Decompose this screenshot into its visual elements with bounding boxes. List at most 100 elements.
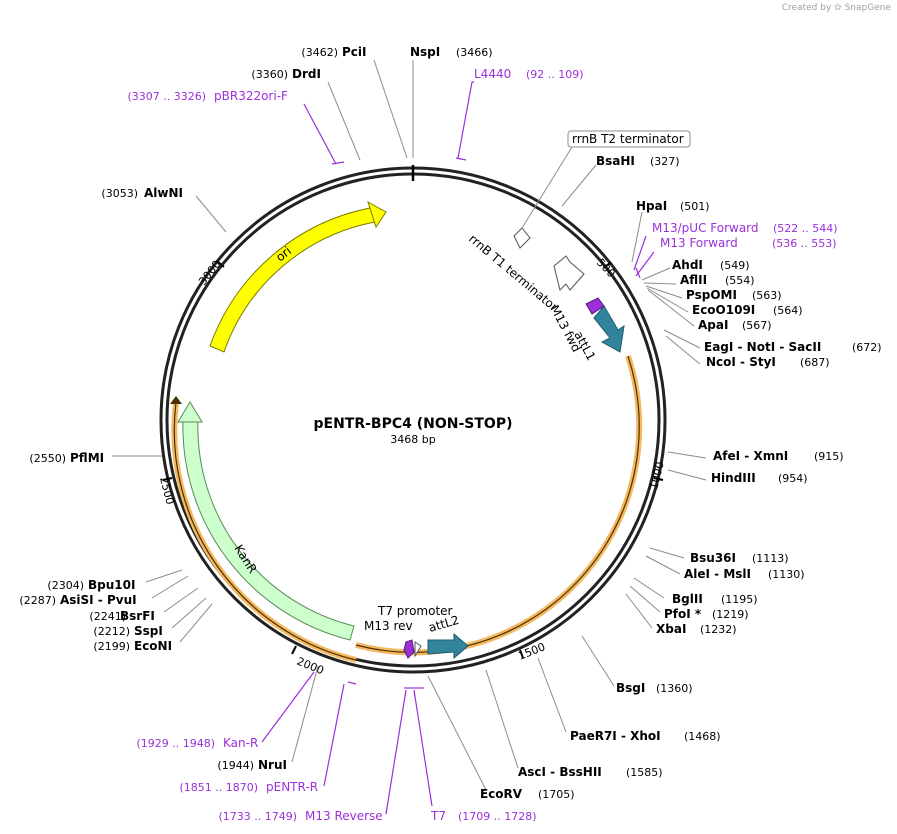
site-name-ecoo109i: EcoO109I: [692, 303, 755, 317]
site-pos-aflii: (554): [725, 274, 755, 287]
tick-label-1500: 1500: [516, 640, 547, 663]
site-pos-pcii: (3462): [301, 46, 338, 59]
snapgene-logo-icon: ✿: [834, 3, 842, 13]
site-pos-eagi-noti-sacii: (672): [852, 341, 882, 354]
site-name-ecorv: EcoRV: [480, 787, 523, 801]
site-name-afei-xmni: AfeI - XmnI: [713, 449, 788, 463]
primer-name-m13-puc-forward: M13/pUC Forward: [652, 221, 759, 235]
site-pos-ncoi-styi: (687): [800, 356, 830, 369]
site-pos-hindiii: (954): [778, 472, 808, 485]
plasmid-length: 3468 bp: [390, 433, 435, 446]
primer-name-kan-r: Kan-R: [223, 736, 258, 750]
primer-pos-kan-r: (1929 .. 1948): [136, 737, 215, 750]
site-pos-xbai: (1232): [700, 623, 737, 636]
feature-label-m13-rev: M13 rev: [364, 619, 413, 633]
site-name-bsgi: BsgI: [616, 681, 645, 695]
insert-arc-arrowhead: [170, 396, 182, 404]
site-name-drdi: DrdI: [292, 67, 321, 81]
watermark-brand: SnapGene: [844, 3, 891, 13]
site-pos-pspomi: (563): [752, 289, 782, 302]
site-name-hpai: HpaI: [636, 199, 667, 213]
site-pos-hpai: (501): [680, 200, 710, 213]
site-pos-ecorv: (1705): [538, 788, 575, 801]
plasmid-name: pENTR-BPC4 (NON-STOP): [313, 416, 512, 432]
primer-pos-pbr322ori-f: (3307 .. 3326): [127, 90, 206, 103]
site-pos-econi: (2199): [93, 640, 130, 653]
site-pos-apai: (567): [742, 319, 772, 332]
site-name-bpu10i: Bpu10I: [88, 578, 135, 592]
site-name-bsrfi: BsrFI: [120, 609, 155, 623]
site-name-ncoi-styi: NcoI - StyI: [706, 355, 776, 369]
primer-pos-m13-forward: (536 .. 553): [772, 237, 837, 250]
site-pos-afei-xmni: (915): [814, 450, 844, 463]
primer-leaders: [261, 81, 655, 815]
ori-arrowhead: [367, 200, 387, 229]
primer-pos-l4440: (92 .. 109): [526, 68, 584, 81]
primer-pos-m13-reverse: (1733 .. 1749): [218, 810, 297, 823]
site-pos-bpu10i: (2304): [47, 579, 84, 592]
site-name-hindiii: HindIII: [711, 471, 756, 485]
primer-name-l4440: L4440: [474, 67, 511, 81]
site-leaders: [112, 59, 707, 791]
attl1-arrow: [593, 305, 625, 353]
feature-label-t7-promoter: T7 promoter: [377, 604, 453, 618]
site-name-ahdi: AhdI: [672, 258, 703, 272]
site-labels: (3462) PciI NspI (3466) (3360) DrdI (305…: [19, 45, 881, 801]
site-name-econi: EcoNI: [134, 639, 172, 653]
site-name-nspi: NspI: [410, 45, 440, 59]
site-name-pspomi: PspOMI: [686, 288, 737, 302]
site-pos-bsgi: (1360): [656, 682, 693, 695]
primer-name-t7: T7: [430, 809, 446, 823]
primer-name-pbr322ori-f: pBR322ori-F: [214, 89, 288, 103]
watermark-created-by: Created by: [781, 3, 832, 13]
site-pos-alwni: (3053): [101, 187, 138, 200]
site-pos-bglii: (1195): [721, 593, 758, 606]
kanr-arrow: [182, 419, 355, 641]
site-pos-asci-besshii: (1585): [626, 766, 663, 779]
site-name-alei-msli: AleI - MslI: [684, 567, 751, 581]
tick-label-2000: 2000: [295, 655, 326, 678]
primer-name-m13-reverse: M13 Reverse: [305, 809, 383, 823]
site-name-bsahi: BsaHI: [596, 154, 635, 168]
primer-name-pentr-r: pENTR-R: [266, 780, 318, 794]
site-name-sspi: SspI: [134, 624, 163, 638]
site-name-alwni: AlwNI: [144, 186, 183, 200]
site-pos-paer7i-xhoi: (1468): [684, 730, 721, 743]
primer-pos-m13-puc-forward: (522 .. 544): [773, 222, 838, 235]
site-pos-bsrfi: (2241): [89, 610, 126, 623]
site-pos-nrui: (1944): [217, 759, 254, 772]
site-name-bglii: BglII: [672, 592, 703, 606]
rrnb-t1-terminator-arrow: [553, 255, 585, 291]
primer-pos-t7: (1709 .. 1728): [458, 810, 537, 823]
insert-region-arc-left-line: [173, 401, 357, 661]
rrnb-t2-terminator-arrow: [513, 227, 531, 249]
site-name-pcii: PciI: [342, 45, 367, 59]
m13-rev-arrow: [403, 639, 415, 659]
kanr-arrowhead: [177, 401, 203, 423]
t7-promoter-arrow: [414, 641, 422, 658]
primer-labels: L4440 (92 .. 109) (3307 .. 3326) pBR322o…: [127, 67, 837, 823]
site-pos-pfoi: (1219): [712, 608, 749, 621]
site-pos-pflmi: (2550): [29, 452, 66, 465]
site-name-nrui: NruI: [258, 758, 287, 772]
site-pos-ecoo109i: (564): [773, 304, 803, 317]
site-name-asci-besshii: AscI - BssHII: [518, 765, 602, 779]
site-pos-alei-msli: (1130): [768, 568, 805, 581]
site-pos-sspi: (2212): [93, 625, 130, 638]
site-name-aflii: AflII: [680, 273, 707, 287]
site-pos-nspi: (3466): [456, 46, 493, 59]
tick-label-1000: 1000: [647, 460, 666, 490]
site-name-pfoi: PfoI *: [664, 607, 702, 621]
site-name-paer7i-xhoi: PaeR7I - XhoI: [570, 729, 661, 743]
site-name-bsu36i: Bsu36I: [690, 551, 736, 565]
site-name-xbai: XbaI: [656, 622, 686, 636]
site-pos-asisi-pvui: (2287): [19, 594, 56, 607]
ori-arrow: [209, 207, 376, 353]
primer-name-m13-forward: M13 Forward: [660, 236, 738, 250]
feature-label-rrnb-t2: rrnB T2 terminator: [572, 132, 684, 146]
site-pos-bsu36i: (1113): [752, 552, 789, 565]
site-name-pflmi: PflMI: [70, 451, 104, 465]
attl2-arrow: [427, 632, 469, 660]
feature-label-rrnb-t1: rrnB T1 terminator: [466, 232, 561, 315]
